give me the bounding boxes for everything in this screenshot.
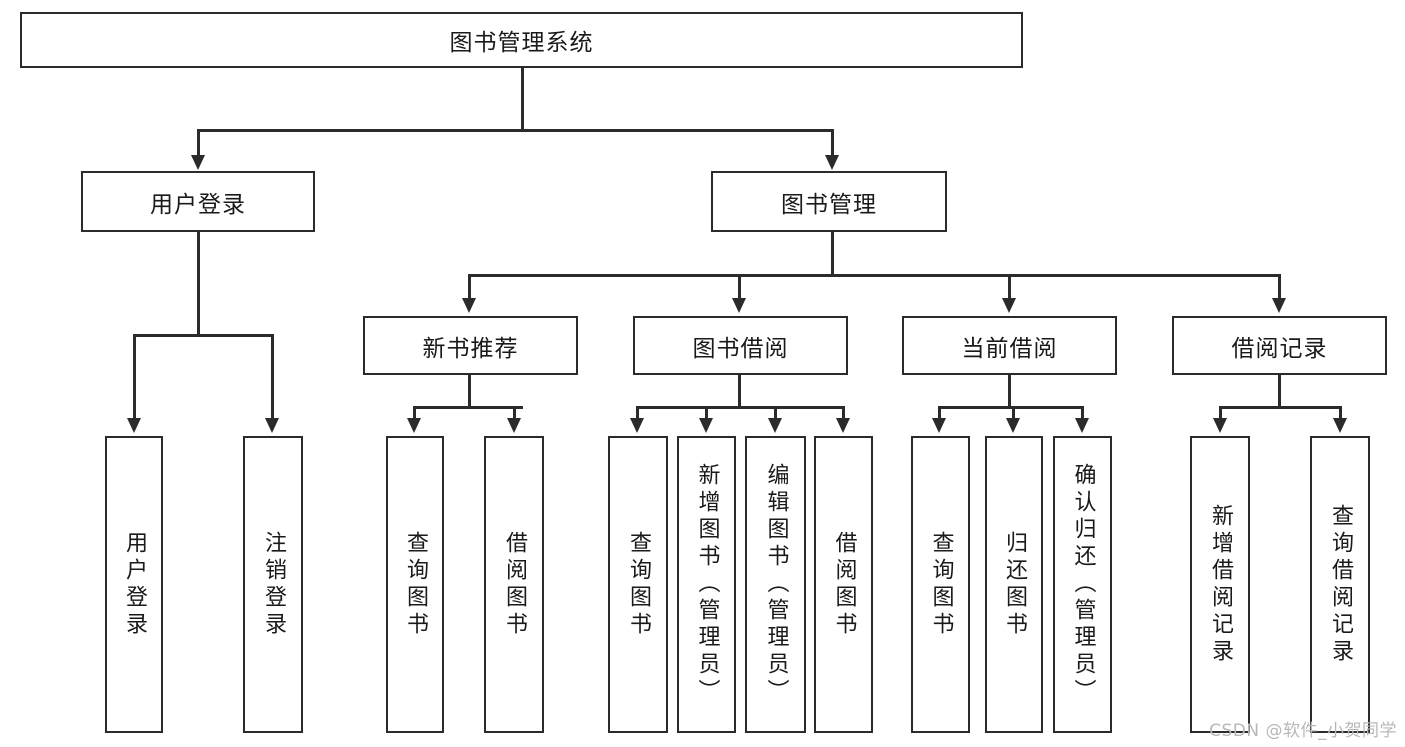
- arrowhead-new-book-child1: [407, 418, 421, 433]
- arrowhead-current-borrow-child2: [1006, 418, 1020, 433]
- arrowhead-current-borrow-child3: [1075, 418, 1089, 433]
- leaf-query-borrow-record[interactable]: 查询借阅记录: [1310, 436, 1370, 733]
- leaf-query-book-newbook-label: 查询图书: [403, 530, 428, 639]
- connector-book-mgmt-trunk: [831, 232, 834, 276]
- leaf-query-book-current[interactable]: 查询图书: [911, 436, 970, 733]
- leaf-edit-book-admin-label: 编辑图书（管理员）: [763, 463, 789, 706]
- connector-current-borrow-trunk: [1008, 375, 1011, 408]
- arrowhead-to-user-login: [191, 155, 205, 170]
- connector-borrow-book-trunk: [738, 375, 741, 408]
- leaf-borrow-book-newbook[interactable]: 借阅图书: [484, 436, 544, 733]
- arrowhead-borrow-record-child1: [1213, 418, 1227, 433]
- connector-user-login-trunk: [197, 232, 200, 336]
- connector-user-login-bus: [133, 334, 273, 337]
- leaf-add-book-admin[interactable]: 新增图书（管理员）: [677, 436, 736, 733]
- connector-to-user-login: [197, 129, 200, 157]
- connector-current-borrow-child2: [1012, 406, 1015, 420]
- leaf-edit-book-admin[interactable]: 编辑图书（管理员）: [745, 436, 806, 733]
- connector-current-borrow-bus: [938, 406, 1084, 409]
- connector-new-book-child2: [513, 406, 516, 420]
- arrowhead-current-borrow-child1: [932, 418, 946, 433]
- connector-new-book-bus: [413, 406, 523, 409]
- arrowhead-new-book-child2: [507, 418, 521, 433]
- arrowhead-borrow-record-child2: [1333, 418, 1347, 433]
- connector-borrow-book-child2: [705, 406, 708, 420]
- connector-book-mgmt-bus: [468, 274, 1280, 277]
- arrowhead-to-current-borrow: [1002, 298, 1016, 313]
- connector-borrow-record-child2: [1339, 406, 1342, 420]
- arrowhead-user-login-child1: [127, 418, 141, 433]
- connector-to-book-mgmt: [831, 129, 834, 157]
- node-new-book-recommend[interactable]: 新书推荐: [363, 316, 578, 375]
- arrowhead-borrow-book-child3: [768, 418, 782, 433]
- node-root-system-label: 图书管理系统: [449, 30, 594, 56]
- connector-borrow-book-child3: [774, 406, 777, 420]
- node-borrow-record[interactable]: 借阅记录: [1172, 316, 1387, 375]
- node-root-system[interactable]: 图书管理系统: [20, 12, 1023, 68]
- node-borrow-record-label: 借阅记录: [1231, 335, 1328, 362]
- node-book-management-label: 图书管理: [781, 191, 877, 218]
- leaf-borrow-book-borrow-label: 借阅图书: [831, 530, 857, 639]
- connector-to-new-book: [468, 274, 471, 300]
- connector-current-borrow-child3: [1081, 406, 1084, 420]
- leaf-borrow-book-newbook-label: 借阅图书: [502, 530, 527, 639]
- connector-borrow-book-bus: [636, 406, 844, 409]
- connector-current-borrow-child1: [938, 406, 941, 420]
- connector-to-borrow-book: [738, 274, 741, 300]
- arrowhead-to-borrow-book: [732, 298, 746, 313]
- leaf-query-book-current-label: 查询图书: [928, 530, 954, 639]
- node-new-book-recommend-label: 新书推荐: [422, 335, 519, 362]
- connector-to-borrow-record: [1278, 274, 1281, 300]
- watermark-text: CSDN @软件_小贺同学: [1209, 721, 1397, 741]
- leaf-return-book[interactable]: 归还图书: [985, 436, 1043, 733]
- node-current-borrow[interactable]: 当前借阅: [902, 316, 1117, 375]
- node-book-management[interactable]: 图书管理: [711, 171, 947, 232]
- node-current-borrow-label: 当前借阅: [961, 335, 1058, 362]
- connector-borrow-book-child1: [636, 406, 639, 420]
- connector-root-bus: [197, 129, 834, 132]
- connector-borrow-record-bus: [1219, 406, 1341, 409]
- connector-borrow-record-child1: [1219, 406, 1222, 420]
- arrowhead-borrow-book-child1: [630, 418, 644, 433]
- leaf-user-login[interactable]: 用户登录: [105, 436, 163, 733]
- connector-root-trunk: [521, 68, 524, 130]
- arrowhead-user-login-child2: [265, 418, 279, 433]
- connector-borrow-record-trunk: [1278, 375, 1281, 408]
- leaf-confirm-return-admin[interactable]: 确认归还（管理员）: [1053, 436, 1112, 733]
- leaf-add-borrow-record-label: 新增借阅记录: [1208, 503, 1233, 666]
- leaf-user-login-label: 用户登录: [122, 530, 147, 639]
- leaf-add-book-admin-label: 新增图书（管理员）: [694, 463, 720, 706]
- arrowhead-to-new-book: [462, 298, 476, 313]
- connector-new-book-child1: [413, 406, 416, 420]
- connector-to-current-borrow: [1008, 274, 1011, 300]
- connector-user-login-child2: [271, 334, 274, 420]
- connector-new-book-trunk: [468, 375, 471, 408]
- leaf-query-book-borrow-label: 查询图书: [626, 530, 651, 639]
- node-user-login-label: 用户登录: [150, 191, 246, 218]
- arrowhead-to-book-mgmt: [825, 155, 839, 170]
- node-book-borrow[interactable]: 图书借阅: [633, 316, 848, 375]
- leaf-query-borrow-record-label: 查询借阅记录: [1328, 503, 1353, 666]
- leaf-logout-login-label: 注销登录: [261, 530, 286, 639]
- arrowhead-borrow-book-child4: [836, 418, 850, 433]
- leaf-return-book-label: 归还图书: [1002, 530, 1027, 639]
- arrowhead-borrow-book-child2: [699, 418, 713, 433]
- leaf-query-book-newbook[interactable]: 查询图书: [386, 436, 444, 733]
- node-user-login[interactable]: 用户登录: [81, 171, 315, 232]
- connector-borrow-book-child4: [842, 406, 845, 420]
- leaf-add-borrow-record[interactable]: 新增借阅记录: [1190, 436, 1250, 733]
- node-book-borrow-label: 图书借阅: [692, 335, 789, 362]
- leaf-borrow-book-borrow[interactable]: 借阅图书: [814, 436, 873, 733]
- leaf-confirm-return-admin-label: 确认归还（管理员）: [1070, 463, 1096, 706]
- leaf-logout-login[interactable]: 注销登录: [243, 436, 303, 733]
- connector-user-login-child1: [133, 334, 136, 420]
- leaf-query-book-borrow[interactable]: 查询图书: [608, 436, 668, 733]
- arrowhead-to-borrow-record: [1272, 298, 1286, 313]
